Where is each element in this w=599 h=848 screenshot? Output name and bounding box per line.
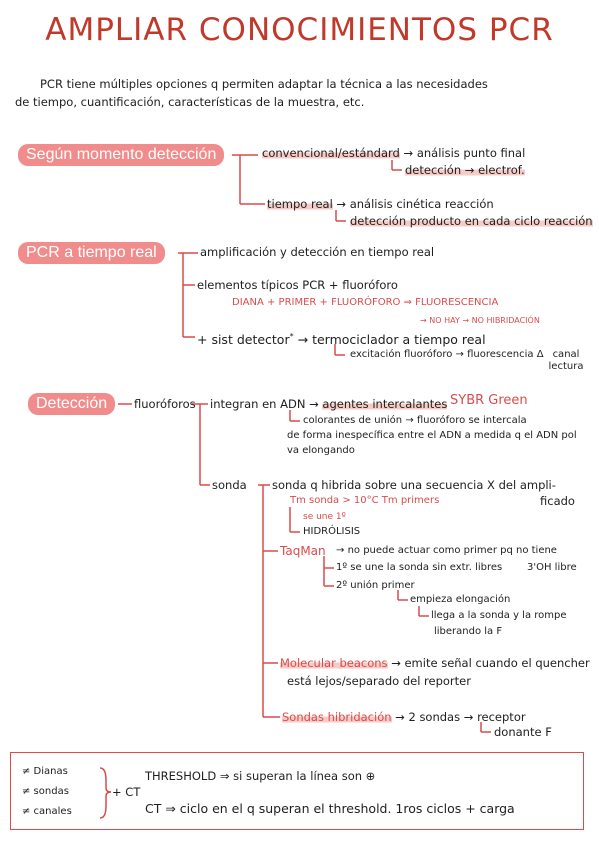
det-molecular-beacons: Molecular beacons → emite señal cuando e…	[280, 656, 590, 670]
arrow-icon: →	[403, 146, 414, 160]
box-ct-tag: + CT	[112, 785, 141, 799]
sondas-hib-label: Sondas hibridación	[282, 710, 392, 724]
real-label: tiempo real	[267, 197, 333, 211]
real-analisis: análisis cinética reacción	[349, 197, 494, 211]
tr-diana-formula: DIANA + PRIMER + FLUORÓFORO ⇒ FLUORESCEN…	[232, 297, 499, 308]
det-taqman: TaqMan	[280, 544, 326, 558]
det-sonda: sonda	[212, 478, 247, 492]
det-taq-3: 2º unión primer	[336, 580, 415, 591]
agentes-intercalantes: agentes intercalantes	[322, 397, 448, 411]
no-hay-text: NO HAY → NO HIBRIDACIÓN	[429, 316, 540, 325]
conv-deteccion-text: detección → electrof.	[405, 163, 525, 177]
det-se-une: se une 1º	[303, 512, 346, 522]
arrow-icon: →	[336, 545, 345, 556]
det-integran: integran en ADN → agentes intercalantes	[210, 397, 448, 411]
tr-canal-lectura: canal lectura	[548, 349, 584, 372]
box-sondas: ≠ sondas	[22, 786, 69, 797]
det-taq-1: → no puede actuar como primer pq no tien…	[336, 545, 557, 557]
tr-excitacion: excitación fluoróforo → fluorescencia Δ	[350, 349, 544, 361]
det-sonda-def-2: ficado	[540, 494, 575, 508]
box-threshold: THRESHOLD ⇒ si superan la línea son ⊕	[145, 769, 376, 783]
integran-text: integran en ADN	[210, 397, 306, 411]
box-dianas: ≠ Dianas	[22, 766, 68, 777]
det-sybr-green: SYBR Green	[450, 393, 528, 408]
det-taq-6: liberando la F	[434, 626, 503, 637]
conv-analisis: análisis punto final	[416, 146, 526, 160]
arrow-icon: →	[309, 397, 319, 411]
dos-sondas-text: 2 sondas	[408, 710, 461, 724]
det-taq-oh: 3'OH libre	[527, 562, 577, 573]
conv-label: convencional/estándard	[262, 146, 400, 160]
page-title: AMPLIAR CONOCIMIENTOS PCR	[45, 12, 554, 48]
det-colorantes-3: va elongando	[287, 445, 355, 456]
arrow-icon: →	[297, 332, 309, 348]
molec-1-text: emite señal cuando el quencher	[404, 656, 590, 670]
sist-label: + sist detector	[197, 332, 290, 348]
arrow-icon: →	[395, 710, 405, 724]
arrow-icon: →	[336, 197, 347, 211]
heading-pcr-tiempo-real: PCR a tiempo real	[18, 242, 165, 264]
delta-symbol: Δ	[536, 349, 544, 360]
heading-momento-deteccion: Según momento detección	[18, 144, 225, 166]
det-sondas-hibridacion: Sondas hibridación → 2 sondas → receptor	[282, 710, 526, 724]
arrow-icon: →	[420, 316, 430, 325]
excitacion-text: excitación fluoróforo → fluorescencia	[350, 349, 534, 360]
det-sonda-def-1: sonda q hibrida sobre una secuencia X de…	[272, 478, 556, 492]
intro-line-2: de tiempo, cuantificación, característic…	[15, 95, 365, 109]
tr-sist-detector: + sist detector* → termociclador a tiemp…	[197, 329, 486, 347]
momento-convencional: convencional/estándard → análisis punto …	[262, 146, 525, 160]
det-taq-4: empieza elongación	[410, 594, 511, 605]
momento-real-deteccion: detección producto en cada ciclo reacció…	[350, 214, 593, 228]
tr-elementos: elementos típicos PCR + fluoróforo	[197, 278, 398, 292]
momento-conv-deteccion: detección → electrof.	[405, 163, 525, 177]
tr-no-hibridacion: → NO HAY → NO HIBRIDACIÓN	[420, 316, 540, 326]
molecular-beacons-label: Molecular beacons	[280, 656, 388, 670]
det-taq-5: llega a la sonda y la rompe	[431, 610, 567, 621]
heading-deteccion: Detección	[28, 393, 116, 415]
det-donante: donante F	[494, 725, 552, 739]
tr-amplificacion: amplificación y detección en tiempo real	[200, 245, 435, 259]
det-hidrolisis: HIDRÓLISIS	[303, 526, 361, 537]
arrow-icon: →	[463, 710, 474, 724]
sist-asterisk: *	[289, 332, 294, 341]
real-deteccion-text: detección producto en cada ciclo reacció…	[350, 214, 593, 228]
receptor-text: receptor	[477, 710, 526, 724]
det-molec-2: está lejos/separado del reporter	[287, 674, 471, 688]
box-canales: ≠ canales	[22, 806, 72, 817]
det-tm-sonda: Tm sonda > 10°C Tm primers	[290, 495, 440, 506]
det-colorantes-2: de forma inespecífica entre el ADN a med…	[287, 430, 577, 441]
intro-line-1: PCR tiene múltiples opciones q permiten …	[40, 77, 488, 91]
taq-1-text: no puede actuar como primer pq no tiene	[347, 545, 557, 556]
arrow-icon: →	[391, 656, 401, 670]
det-fluoroforos: fluoróforos	[134, 397, 196, 411]
termociclador: termociclador a tiempo real	[312, 332, 486, 348]
det-colorantes-1: colorantes de unión → fluoróforo se inte…	[303, 415, 527, 426]
det-taq-2: 1º se une la sonda sin extr. libres	[336, 562, 503, 573]
box-ct-def: CT ⇒ ciclo en el q superan el threshold.…	[145, 801, 515, 816]
momento-tiempo-real: tiempo real → análisis cinética reacción	[267, 197, 494, 211]
summary-box	[10, 752, 584, 830]
